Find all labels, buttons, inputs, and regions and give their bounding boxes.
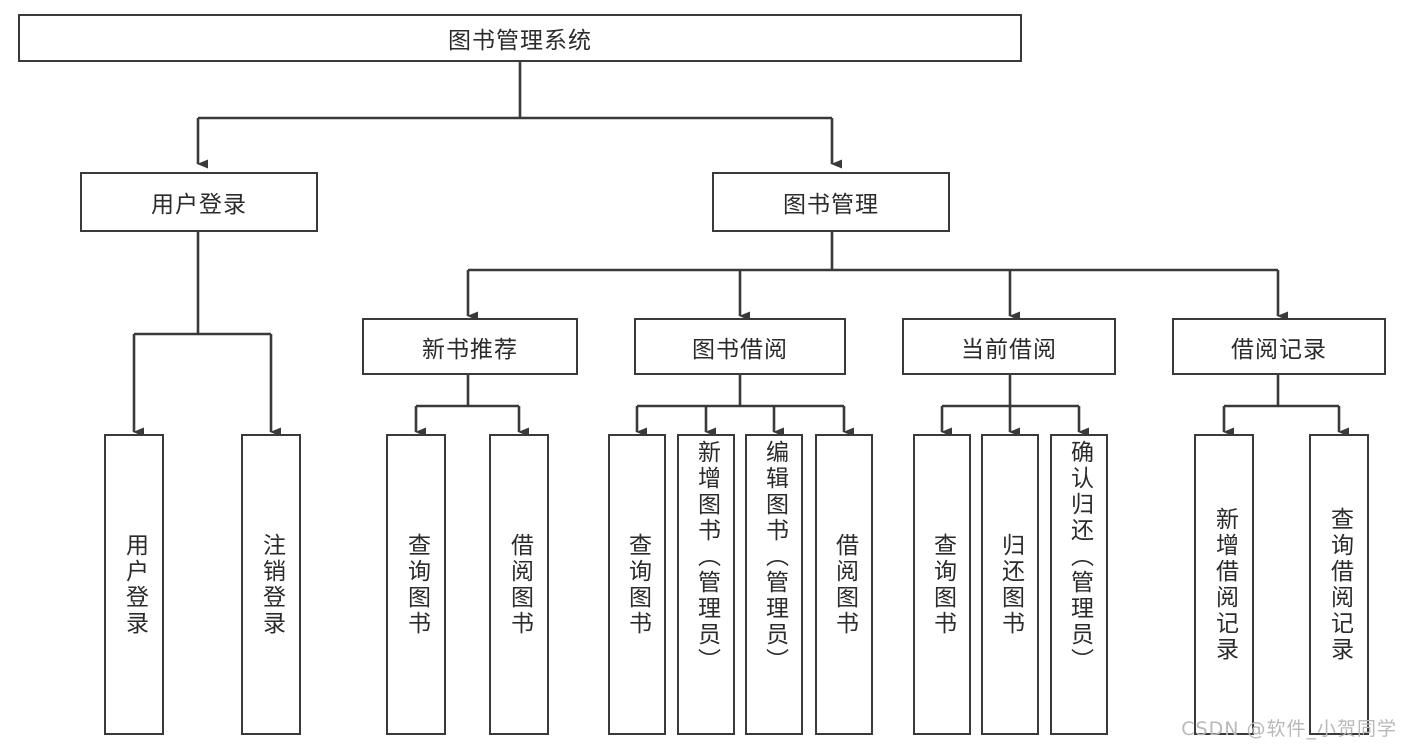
node-label: 新增图书（管理员）: [693, 440, 720, 674]
leaf-current-query-book[interactable]: 查询图书: [913, 434, 971, 735]
leaf-records-query-record[interactable]: 查询借阅记录: [1309, 434, 1369, 735]
node-label: 新书推荐: [422, 336, 518, 363]
node-borrow-records[interactable]: 借阅记录: [1172, 318, 1386, 375]
node-label: 编辑图书（管理员）: [761, 440, 788, 674]
node-book-management[interactable]: 图书管理: [712, 172, 950, 232]
node-user-login[interactable]: 用户登录: [80, 172, 318, 232]
node-label: 图书管理: [783, 192, 879, 218]
leaf-new-book-query-book[interactable]: 查询图书: [386, 434, 446, 735]
node-label: 查询图书: [929, 532, 956, 637]
leaf-borrow-edit-book-admin[interactable]: 编辑图书（管理员）: [745, 434, 803, 735]
node-label: 借阅图书: [831, 532, 858, 637]
node-label: 新增借阅记录: [1211, 506, 1238, 663]
node-label: 确认归还（管理员）: [1066, 440, 1093, 674]
leaf-borrow-borrow-book[interactable]: 借阅图书: [815, 434, 873, 735]
node-label: 借阅图书: [506, 532, 533, 637]
node-book-borrow[interactable]: 图书借阅: [634, 318, 846, 375]
node-label: 图书管理系统: [448, 28, 592, 54]
leaf-new-book-borrow-book[interactable]: 借阅图书: [489, 434, 549, 735]
node-current-borrow[interactable]: 当前借阅: [902, 318, 1116, 375]
node-label: 查询图书: [403, 532, 430, 637]
leaf-borrow-query-book[interactable]: 查询图书: [608, 434, 666, 735]
leaf-records-add-record[interactable]: 新增借阅记录: [1194, 434, 1254, 735]
node-new-book-recommend[interactable]: 新书推荐: [362, 318, 578, 375]
node-label: 借阅记录: [1231, 336, 1327, 363]
leaf-user-login-login[interactable]: 用户登录: [104, 434, 164, 735]
node-label: 用户登录: [151, 192, 247, 218]
leaf-current-return-book[interactable]: 归还图书: [981, 434, 1039, 735]
watermark-csdn: CSDN @软件_小贺同学: [1181, 718, 1397, 740]
node-label: 查询借阅记录: [1326, 506, 1353, 663]
leaf-current-confirm-return-admin[interactable]: 确认归还（管理员）: [1050, 434, 1108, 735]
node-label: 注销登录: [258, 532, 285, 637]
node-label: 当前借阅: [961, 336, 1057, 363]
leaf-borrow-add-book-admin[interactable]: 新增图书（管理员）: [677, 434, 735, 735]
leaf-user-login-logout[interactable]: 注销登录: [241, 434, 301, 735]
node-label: 查询图书: [624, 532, 651, 637]
node-label: 图书借阅: [692, 336, 788, 363]
node-root-book-management-system[interactable]: 图书管理系统: [18, 14, 1022, 62]
node-label: 归还图书: [997, 532, 1024, 637]
node-label: 用户登录: [121, 532, 148, 637]
